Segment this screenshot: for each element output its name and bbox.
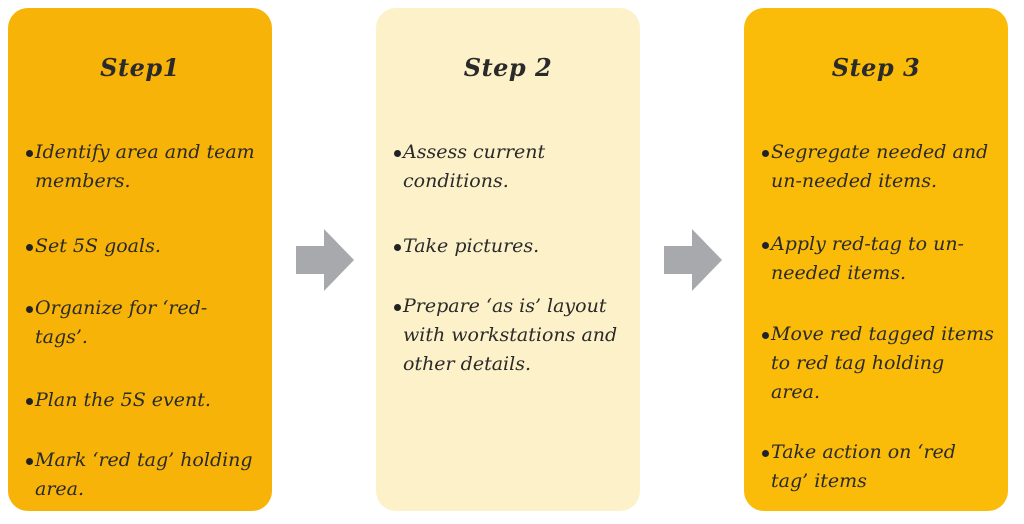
right-arrow-icon [296,229,354,291]
step-3-item-4-text: Take action on ‘red tag’ items [771,441,956,492]
step-1-item-4: Plan the 5S event. [26,386,258,415]
right-arrow-icon [664,229,722,291]
bullet-icon [26,398,33,405]
step-1-item-3: Organize for ‘red-tags’. [26,294,258,352]
bullet-icon [394,304,401,311]
bullet-icon [26,306,33,313]
bullet-icon [394,244,401,251]
step-3-item-3-text: Move red tagged items to red tag holding… [771,323,994,403]
step-2-item-1-text: Assess current conditions. [403,141,546,192]
step-2-item-1: Assess current conditions. [394,138,626,196]
step-2-title: Step 2 [463,53,553,82]
bullet-icon [26,244,33,251]
bullet-icon [762,242,769,249]
step-2-item-2: Take pictures. [394,232,626,261]
step-2-item-2-text: Take pictures. [403,235,540,257]
step-1-item-4-text: Plan the 5S event. [35,389,211,411]
step-1-item-5-text: Mark ‘red tag’ holding area. [35,449,253,500]
step-1-item-2-text: Set 5S goals. [35,235,161,257]
step-1-item-1-text: Identify area and team members. [35,141,255,192]
step-2-item-3-text: Prepare ‘as is’ layout with workstations… [403,295,618,375]
step-2-card: Step 2 Assess current conditions. Take p… [376,8,640,511]
bullet-icon [26,458,33,465]
step-3-title: Step 3 [831,53,921,82]
step-1-title: Step1 [100,53,180,82]
step-3-item-1-text: Segregate needed and un-needed items. [771,141,989,192]
step-1-item-5: Mark ‘red tag’ holding area. [26,446,258,504]
step-3-item-1: Segregate needed and un-needed items. [762,138,994,196]
bullet-icon [762,332,769,339]
step-3-item-2-text: Apply red-tag to un-needed items. [771,233,964,284]
step-3-item-4: Take action on ‘red tag’ items [762,438,994,496]
step-3-card: Step 3 Segregate needed and un-needed it… [744,8,1008,511]
step-1-item-1: Identify area and team members. [26,138,258,196]
step-1-item-2: Set 5S goals. [26,232,258,261]
bullet-icon [762,450,769,457]
step-1-item-3-text: Organize for ‘red-tags’. [35,297,208,348]
step-2-item-3: Prepare ‘as is’ layout with workstations… [394,292,626,379]
bullet-icon [26,150,33,157]
step-3-item-2: Apply red-tag to un-needed items. [762,230,994,288]
step-3-item-3: Move red tagged items to red tag holding… [762,320,994,407]
step-1-card: Step1 Identify area and team members. Se… [8,8,272,511]
bullet-icon [394,150,401,157]
bullet-icon [762,150,769,157]
